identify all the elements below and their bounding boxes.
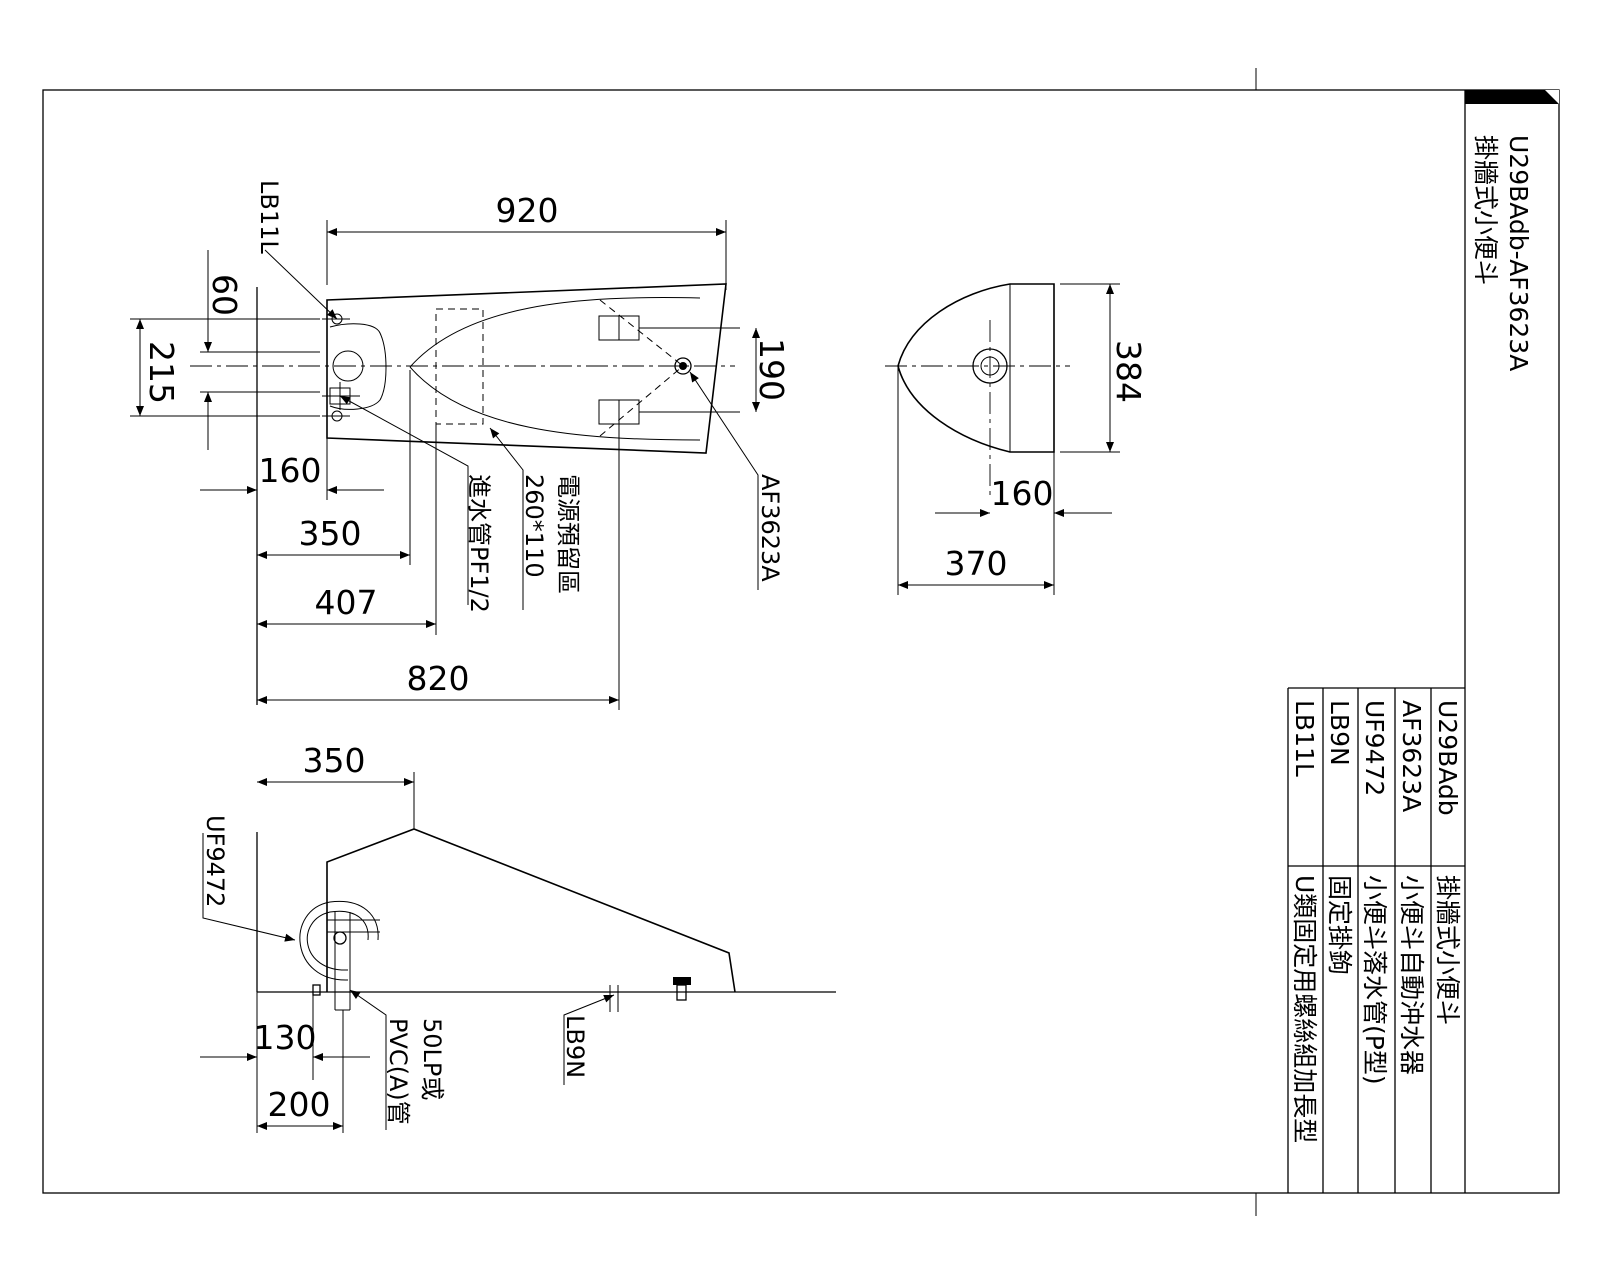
callout-power-size: 260*110 — [520, 474, 548, 578]
callout-uf9472: UF9472 — [201, 815, 229, 907]
top-view: 920 60 215 190 160 350 407 820 — [130, 180, 791, 710]
dim-370: 370 — [945, 544, 1008, 583]
dim-407: 407 — [315, 583, 378, 622]
sheet-frame — [42, 68, 1560, 1216]
parts-table: U29BAdb 掛牆式小便斗 AF3623A 小便斗自動沖水器 UF9472 小… — [1287, 687, 1465, 1193]
side-sensor — [673, 977, 691, 985]
title-block: U29BAdb-AF3623A 掛牆式小便斗 — [1471, 135, 1533, 371]
power-reserve-area — [435, 308, 484, 425]
dim-160-front: 160 — [991, 474, 1054, 513]
callout-lb11l: LB11L — [255, 180, 283, 254]
sensor-fixing — [598, 315, 740, 425]
part-desc-3: 小便斗落水管(P型) — [1360, 875, 1389, 1085]
dim-920: 920 — [496, 191, 559, 230]
dim-384: 384 — [1109, 340, 1148, 403]
callout-lb9n: LB9N — [561, 1015, 589, 1078]
part-code-1: U29BAdb — [1433, 700, 1462, 816]
dim-130: 130 — [254, 1018, 317, 1057]
dim-200: 200 — [268, 1085, 331, 1124]
front-view: 384 160 370 — [885, 283, 1148, 595]
part-desc-2: 小便斗自動沖水器 — [1397, 875, 1426, 1075]
part-desc-4: 固定掛鉤 — [1325, 875, 1354, 975]
lb9n-hook — [605, 985, 623, 1012]
lb11l-bolt — [322, 313, 350, 422]
callout-drain-line1: 50LP或 — [418, 1018, 446, 1100]
front-outlet — [972, 348, 1008, 384]
af3623a-hole — [674, 357, 692, 375]
part-code-5: LB11L — [1290, 700, 1319, 777]
title-model: U29BAdb-AF3623A — [1504, 135, 1533, 371]
dim-820: 820 — [407, 659, 470, 698]
callout-power-area: 電源預留區 — [554, 474, 582, 594]
dim-160-top: 160 — [259, 451, 322, 490]
dim-60: 60 — [205, 274, 244, 316]
urinal-outline — [326, 283, 727, 454]
dim-350-side: 350 — [303, 741, 366, 780]
dim-215: 215 — [142, 341, 181, 404]
callout-inlet-pipe: 進水管PF1/2 — [465, 474, 493, 613]
part-code-4: LB9N — [1325, 700, 1354, 766]
callout-drain-line2: PVC(A)管 — [384, 1018, 412, 1125]
part-code-2: AF3623A — [1397, 700, 1426, 812]
part-code-3: UF9472 — [1360, 700, 1389, 796]
part-desc-5: U類固定用螺絲組加長型 — [1290, 875, 1319, 1143]
bowl-outline — [409, 297, 701, 441]
part-desc-1: 掛牆式小便斗 — [1433, 875, 1462, 1025]
dim-350-top: 350 — [299, 514, 362, 553]
outlet-hole — [332, 350, 364, 382]
side-outline — [326, 828, 736, 993]
title-product-name: 掛牆式小便斗 — [1471, 135, 1500, 285]
front-outline — [897, 283, 1055, 453]
callout-af3623a: AF3623A — [756, 474, 784, 582]
dim-190: 190 — [752, 338, 791, 401]
side-view: 350 130 200 UF9472 50LP或 PVC(A)管 LB9N — [200, 741, 836, 1133]
p-trap — [299, 900, 380, 1011]
